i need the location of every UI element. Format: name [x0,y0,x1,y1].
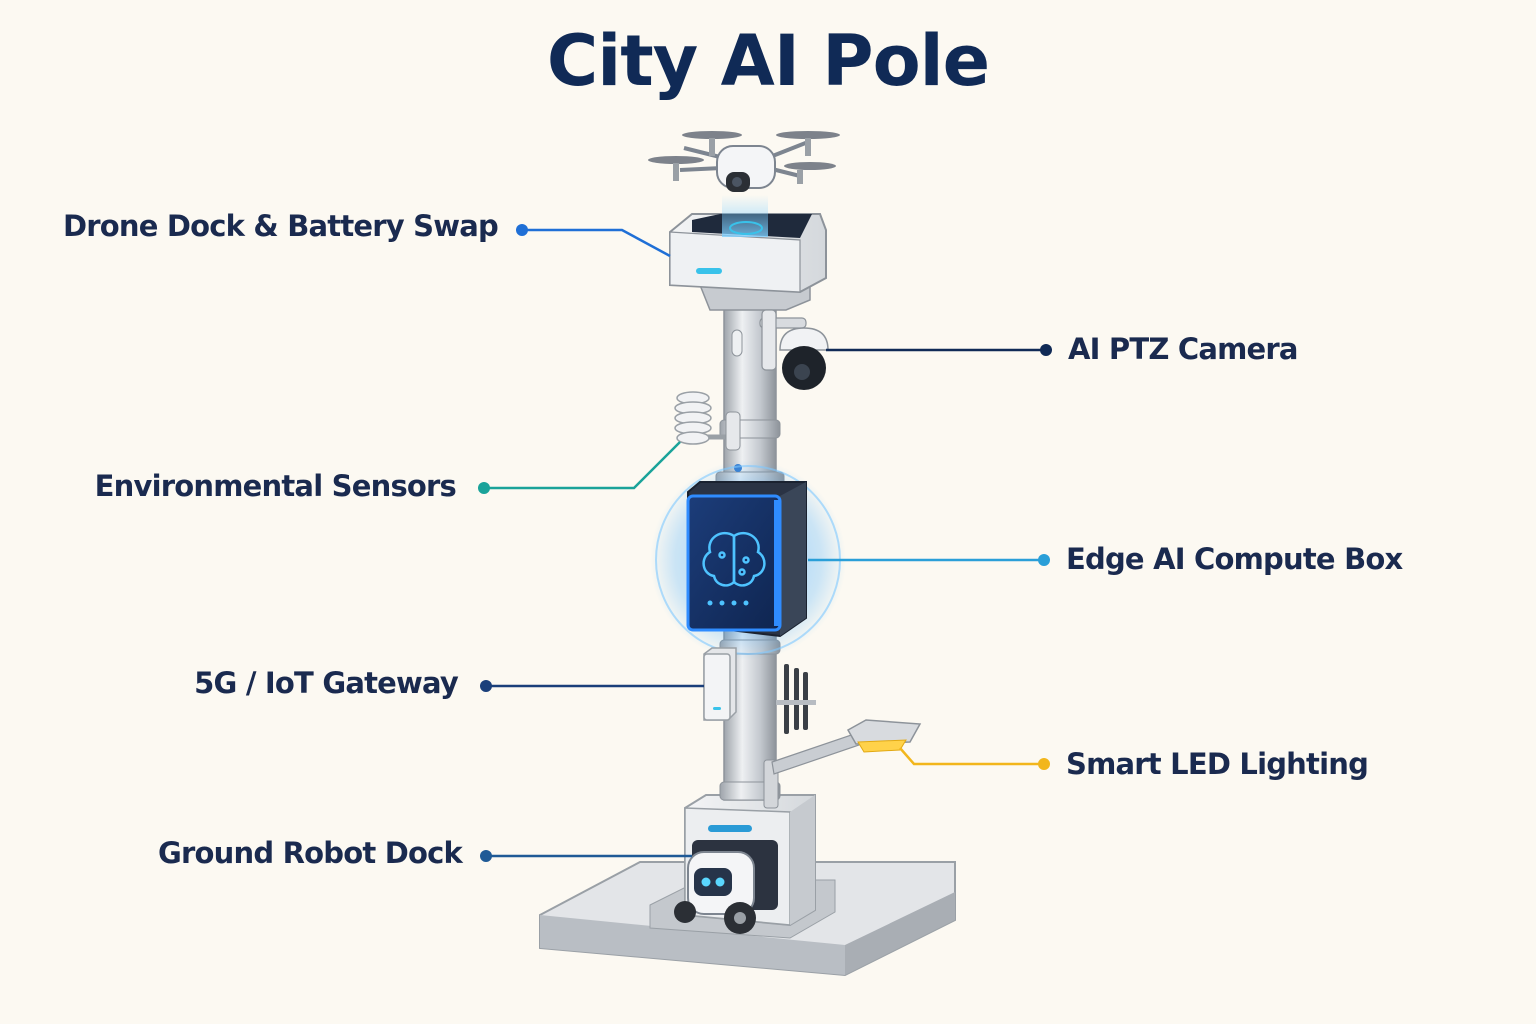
callout-edge-ai [808,554,1050,566]
label-edge-ai: Edge AI Compute Box [1066,542,1403,576]
callout-ptz-camera [826,344,1052,356]
callout-gateway [480,680,704,692]
antenna-icon [776,664,816,734]
ai-brain-icon [702,531,766,587]
callout-drone-dock [516,224,671,258]
callout-env-sensors [478,441,681,494]
label-drone-dock: Drone Dock & Battery Swap [62,209,499,243]
status-dots [707,600,749,606]
weather-sensor-icon [674,391,741,451]
label-led: Smart LED Lighting [1066,747,1369,781]
ptz-camera-icon [759,309,829,390]
ground-robot-icon [674,851,756,934]
drone-icon [648,131,840,192]
drone-dock-icon [669,195,827,311]
label-gateway: 5G / IoT Gateway [194,666,459,700]
gateway-icon [703,647,737,721]
callout-led [899,747,1050,770]
label-robot-dock: Ground Robot Dock [158,836,463,870]
callout-robot-dock [480,850,692,862]
page-title: City AI Pole [546,20,990,102]
label-env-sensors: Environmental Sensors [94,469,457,503]
label-ptz-camera: AI PTZ Camera [1068,332,1299,366]
street-lamp-icon [763,719,922,809]
